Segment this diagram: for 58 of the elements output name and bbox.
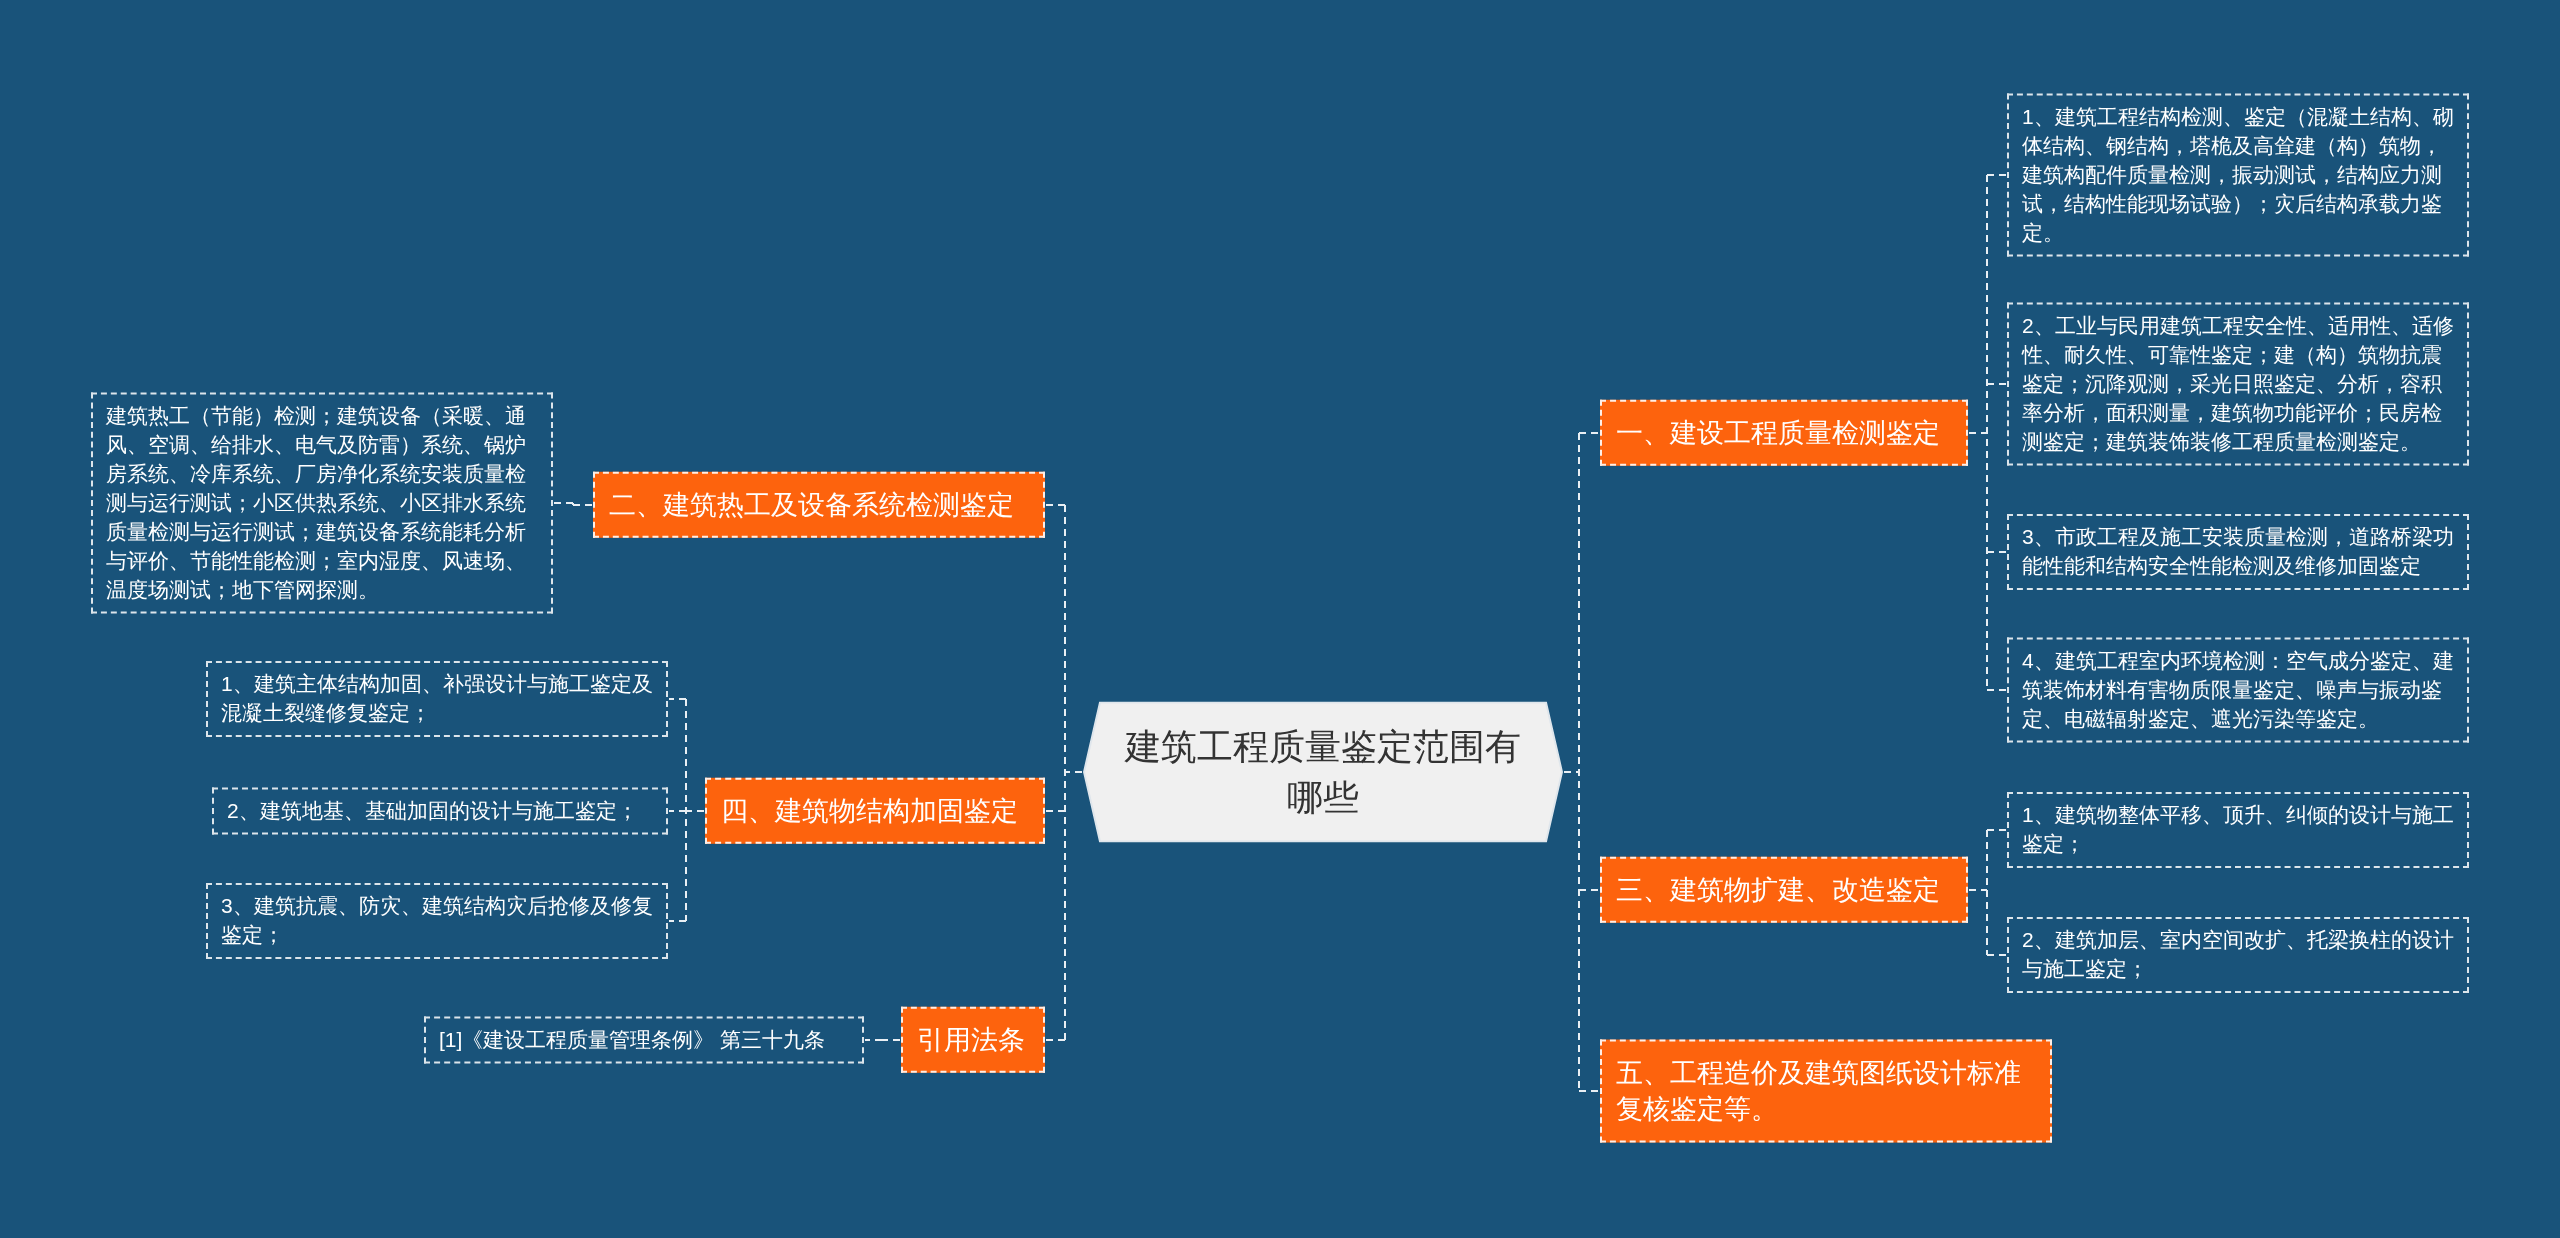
detail-text: 3、市政工程及施工安装质量检测，道路桥梁功能性能和结构安全性能检测及维修加固鉴定 bbox=[2022, 524, 2454, 579]
connector-line bbox=[668, 698, 687, 700]
branch-label: 二、建筑热工及设备系统检测鉴定 bbox=[609, 488, 1015, 522]
connector-line bbox=[1045, 810, 1066, 812]
connector-line bbox=[1968, 829, 1988, 956]
topic-title: 建筑工程质量鉴定范围有哪些 bbox=[1123, 724, 1522, 819]
detail-box bbox=[212, 787, 668, 835]
detail-box bbox=[206, 661, 668, 737]
detail-text: 1、建筑主体结构加固、补强设计与施工鉴定及混凝土裂缝修复鉴定； bbox=[221, 671, 653, 726]
branch-box bbox=[705, 777, 1045, 845]
connector-line bbox=[1986, 174, 2007, 176]
branch-label: 三、建筑物扩建、改造鉴定 bbox=[1616, 873, 1941, 907]
branch-label: 一、建设工程质量检测鉴定 bbox=[1616, 416, 1941, 450]
detail-box bbox=[424, 1016, 864, 1064]
connector-line bbox=[1986, 689, 2007, 691]
connector-line bbox=[1986, 954, 2007, 956]
detail-box bbox=[91, 392, 553, 614]
connector-line bbox=[1578, 889, 1600, 891]
connector-line bbox=[572, 502, 593, 506]
detail-box bbox=[206, 883, 668, 959]
branch-box bbox=[593, 471, 1045, 539]
branch-label: 五、工程造价及建筑图纸设计标准复核鉴定等。 bbox=[1616, 1056, 2022, 1126]
detail-box bbox=[2007, 792, 2469, 868]
connector-line bbox=[1045, 1039, 1066, 1041]
topic-hexagon bbox=[1083, 701, 1563, 843]
detail-box bbox=[2007, 637, 2469, 743]
detail-text: 2、工业与民用建筑工程安全性、适用性、适修性、耐久性、可靠性鉴定；建（构）筑物抗震鉴定；沉降观测，采光日照鉴定、分析，容积率分析，面积测量，建筑物功能评价；民房检测鉴定；建筑装饰装修工程质量检测鉴定。 bbox=[2022, 312, 2454, 455]
detail-text: [1]《建设工程质量管理条例》 第三十九条 bbox=[439, 1026, 827, 1053]
detail-box bbox=[2007, 302, 2469, 466]
connector-line bbox=[1064, 504, 1083, 1041]
detail-text: 1、建筑工程结构检测、鉴定（混凝土结构、砌体结构、钢结构，塔桅及高耸建（构）筑物，建筑构配件质量检测，振动测试，结构应力测试，结构性能现场试验）；灾后结构承载力鉴定。 bbox=[2022, 103, 2454, 246]
connector-line bbox=[553, 502, 574, 504]
connector-line bbox=[1986, 383, 2007, 385]
branch-label: 引用法条 bbox=[917, 1023, 1026, 1057]
detail-text: 4、建筑工程室内环境检测：空气成分鉴定、建筑装饰材料有害物质限量鉴定、噪声与振动鉴定、电磁辐射鉴定、遮光污染等鉴定。 bbox=[2022, 647, 2454, 732]
connector-line bbox=[1045, 504, 1066, 506]
connector-line bbox=[668, 810, 687, 812]
branch-box bbox=[1600, 856, 1968, 924]
connector-line bbox=[881, 1039, 901, 1041]
connector-line bbox=[1578, 432, 1600, 434]
connector-line bbox=[864, 1039, 883, 1041]
detail-box bbox=[2007, 93, 2469, 257]
branch-box bbox=[1600, 399, 1968, 467]
detail-box bbox=[2007, 917, 2469, 993]
detail-box bbox=[2007, 514, 2469, 590]
branch-box bbox=[901, 1006, 1045, 1074]
detail-text: 2、建筑地基、基础加固的设计与施工鉴定； bbox=[227, 797, 639, 824]
branch-box bbox=[1600, 1039, 2052, 1143]
connector-line bbox=[668, 920, 687, 922]
detail-text: 3、建筑抗震、防灾、建筑结构灾后抢修及修复鉴定； bbox=[221, 893, 653, 948]
connector-line bbox=[1986, 829, 2007, 831]
branch-label: 四、建筑物结构加固鉴定 bbox=[721, 794, 1019, 828]
connector-line bbox=[1578, 1090, 1600, 1092]
detail-text: 1、建筑物整体平移、顶升、纠倾的设计与施工鉴定； bbox=[2022, 802, 2454, 857]
detail-text: 建筑热工（节能）检测；建筑设备（采暖、通风、空调、给排水、电气及防雷）系统、锅炉房系统、冷库系统、厂房净化系统安装质量检测与运行测试；小区供热系统、小区排水系统质量检测与运行测试；建筑设备系统能耗分析与评价、节能性能检测；室内湿度、风速场、温度场测试；地下管网探测。 bbox=[106, 402, 527, 603]
detail-text: 2、建筑加层、室内空间改扩、托梁换柱的设计与施工鉴定； bbox=[2022, 927, 2454, 982]
connector-line bbox=[1986, 551, 2007, 553]
connector-line bbox=[685, 698, 705, 922]
